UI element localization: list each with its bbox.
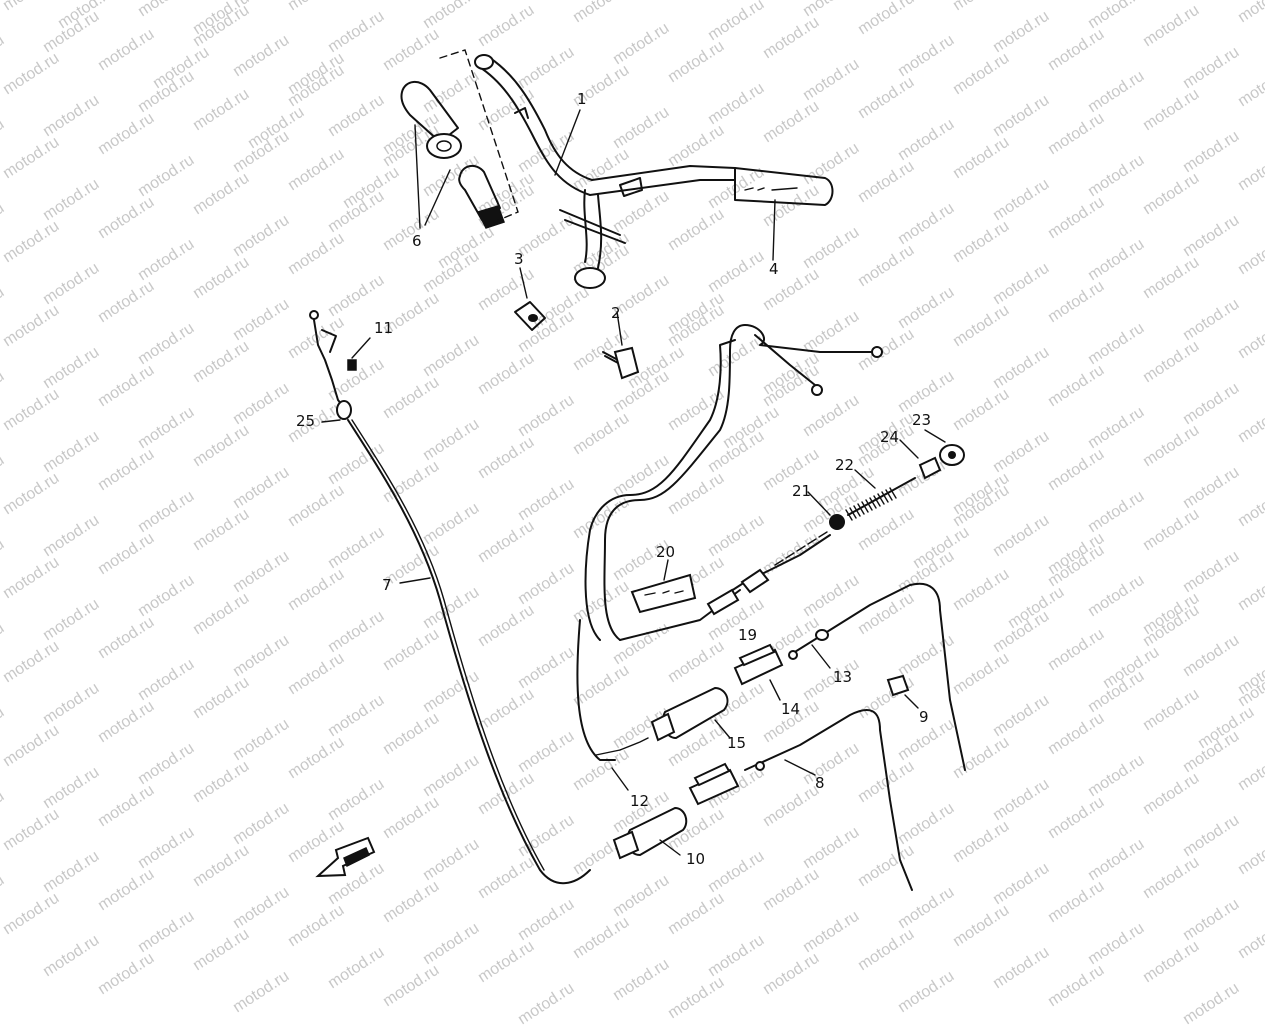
- watermark-text: motod.ru: [1180, 979, 1243, 1029]
- callout-3: 3: [514, 250, 524, 268]
- collar-part: [514, 267, 546, 331]
- callout-24: 24: [880, 428, 899, 446]
- cable-adjuster-set: [706, 429, 965, 616]
- front-direction-arrow-icon: [315, 836, 376, 878]
- throttle-end-assembly: [309, 310, 371, 423]
- callout-7: 7: [382, 576, 392, 594]
- callout-25: 25: [296, 412, 315, 430]
- watermark-text: motod.ru: [665, 973, 728, 1023]
- watermark-text: motod.ru: [325, 943, 388, 993]
- grip-15-part: [595, 686, 731, 756]
- callout-4: 4: [769, 260, 779, 278]
- watermark-text: motod.ru: [610, 955, 673, 1005]
- holder-14-part: [733, 643, 784, 701]
- callout-23: 23: [912, 411, 931, 429]
- callout-21: 21: [792, 482, 811, 500]
- cable-13-part: [788, 582, 966, 771]
- watermark-text: motod.ru: [1045, 961, 1108, 1011]
- callout-22: 22: [835, 456, 854, 474]
- callout-13: 13: [833, 668, 852, 686]
- callout-11: 11: [374, 319, 393, 337]
- watermark-text: motod.ru: [95, 949, 158, 999]
- watermark-text: motod.ru: [760, 949, 823, 999]
- exploded-view-drawing: 1 2 3 4 6 7 8 9 10 11 12 13 14 15 19 20 …: [296, 49, 966, 891]
- callout-9: 9: [919, 708, 929, 726]
- throttle-cable-part: [347, 419, 591, 885]
- watermark-text: motod.ru: [895, 967, 958, 1017]
- watermark-text: motod.ru: [230, 967, 293, 1017]
- left-grip-part: [400, 49, 519, 229]
- cable-bracket-part: [630, 559, 697, 614]
- callout-2: 2: [611, 304, 621, 322]
- handlebar-part: [474, 54, 834, 289]
- watermark-text: motod.ru: [990, 943, 1053, 993]
- callout-12: 12: [630, 792, 649, 810]
- callout-10: 10: [686, 850, 705, 868]
- watermark-text: motod.ru: [515, 979, 578, 1029]
- callout-6: 6: [412, 232, 422, 250]
- callout-8: 8: [815, 774, 825, 792]
- part-9-fitting: [886, 674, 919, 709]
- callout-20: 20: [656, 543, 675, 561]
- bolt-part: [602, 311, 640, 380]
- callout-1: 1: [577, 90, 587, 108]
- callout-labels: 1 2 3 4 6 7 8 9 10 11 12 13 14 15 19 20 …: [296, 90, 931, 868]
- callout-14: 14: [781, 700, 800, 718]
- grip-10-part: [612, 762, 740, 860]
- cable-loop-part: [584, 324, 883, 641]
- callout-19: 19: [738, 626, 757, 644]
- callout-15: 15: [727, 734, 746, 752]
- cable-8-part: [744, 709, 913, 891]
- cable-12-part: [576, 619, 629, 791]
- watermark-text: motod.ru: [380, 961, 443, 1011]
